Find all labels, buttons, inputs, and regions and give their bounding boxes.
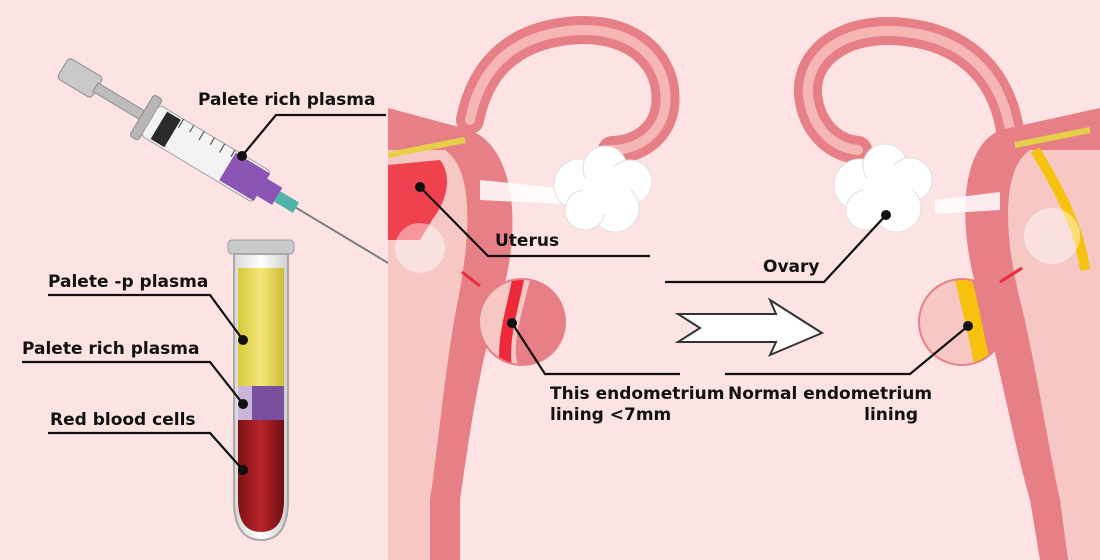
ovary-right [833, 143, 933, 233]
label-normal-line2: lining [864, 405, 918, 426]
label-thin-line1: This endometrium [550, 384, 725, 404]
syringe [57, 58, 390, 265]
leader-dots [237, 151, 973, 475]
magnifier-normal-lining [918, 266, 1023, 366]
label-thin-line2: lining <7mm [550, 405, 672, 426]
label-red-blood-cells: Red blood cells [50, 410, 196, 430]
label-thin-endometrium: This endometrium lining <7mm [550, 384, 724, 427]
label-uterus: Uterus [495, 231, 560, 251]
test-tube [227, 239, 295, 542]
label-normal-line1: Normal endometrium [728, 384, 933, 404]
label-syringe-prp: Palete rich plasma [198, 90, 376, 110]
uterus-right [793, 17, 1100, 560]
ovary-left [553, 145, 653, 233]
label-ppp-plasma: Palete -p plasma [48, 272, 209, 292]
label-ovary: Ovary [763, 257, 820, 277]
label-normal-endometrium: Normal endometrium lining [728, 384, 933, 427]
label-tube-prp: Palete rich plasma [22, 339, 200, 359]
arrow-icon [674, 297, 825, 357]
leader-lines [22, 113, 969, 471]
